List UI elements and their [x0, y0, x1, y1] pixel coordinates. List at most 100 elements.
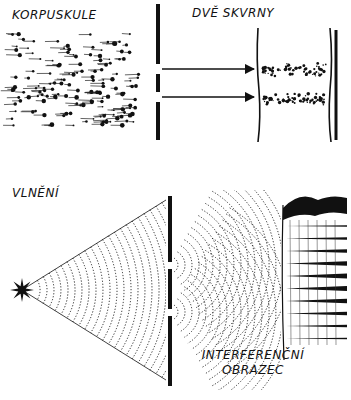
particle [91, 103, 93, 105]
particle [122, 57, 126, 61]
particle-trail [92, 98, 103, 99]
impact-dot [293, 97, 296, 100]
particle [38, 85, 40, 87]
wavefront [144, 214, 166, 367]
particle-trail [29, 96, 38, 98]
screen-edge [329, 28, 331, 142]
particle-trail [129, 121, 134, 122]
particle [110, 77, 114, 81]
particle [109, 59, 111, 61]
impact-dot [274, 75, 277, 78]
particle-trail [79, 34, 91, 35]
interference-fringe [286, 312, 347, 316]
particle [66, 44, 70, 48]
wavefront [91, 247, 103, 333]
impact-dot [269, 98, 272, 101]
wavefront [230, 190, 281, 369]
impact-dot [319, 99, 322, 102]
particle [34, 110, 37, 113]
wavefront [67, 262, 75, 318]
impact-dot [305, 95, 306, 96]
particle-trail [81, 118, 94, 119]
particle-trail [22, 111, 36, 112]
particle [55, 97, 58, 100]
particle-trail [124, 80, 130, 81]
particle [85, 120, 88, 123]
wavefront [188, 234, 206, 296]
particle [100, 68, 104, 72]
particle [129, 33, 131, 35]
impact-dot [309, 99, 312, 102]
particle-trail [27, 85, 39, 86]
screen-hatching [308, 220, 309, 345]
impact-dot [306, 72, 308, 74]
impact-dot [293, 93, 295, 95]
impact-dot [315, 75, 316, 76]
interference-fringe [286, 225, 347, 227]
particle-trail [57, 78, 62, 80]
impact-dot [304, 67, 307, 70]
particle [19, 99, 23, 103]
particle [76, 72, 78, 74]
particle-trail [45, 41, 58, 42]
particle [120, 123, 125, 128]
particle [67, 83, 71, 87]
impact-dot [298, 95, 300, 97]
particle-trail [23, 88, 36, 89]
impact-dot [265, 73, 266, 74]
particle [14, 48, 18, 52]
particle [105, 119, 107, 121]
wavefront [49, 273, 54, 307]
impact-dot [319, 99, 322, 102]
impact-dot [284, 68, 288, 72]
particle-trail [90, 83, 103, 84]
arrow [162, 96, 254, 98]
wavefront [138, 217, 159, 363]
impact-dot [291, 97, 293, 99]
particle [81, 103, 86, 108]
particle [57, 93, 59, 95]
wavefront [37, 280, 40, 299]
particle-trail [37, 73, 50, 74]
arrow [162, 68, 254, 70]
particle [90, 75, 94, 79]
particle [22, 38, 25, 41]
particle [125, 119, 128, 122]
wavefront [61, 266, 68, 315]
impact-dot [315, 71, 317, 73]
impact-dot [314, 96, 317, 99]
particle [56, 40, 59, 43]
particle-trail [12, 46, 17, 47]
particle [120, 115, 124, 119]
particle [18, 53, 22, 57]
particle-trail [29, 58, 41, 59]
wavefronts [37, 199, 166, 382]
particle [76, 89, 80, 93]
wavefront [216, 190, 262, 345]
particle [102, 97, 104, 99]
particle-trail [9, 111, 15, 112]
particle [93, 69, 97, 73]
particle [101, 84, 105, 88]
particle [90, 99, 92, 101]
particle-trail [1, 90, 12, 91]
particle [74, 95, 79, 100]
impact-dot [322, 93, 325, 96]
impact-dot [265, 99, 266, 100]
particle [13, 102, 17, 106]
particle [92, 79, 95, 82]
wavefront [191, 228, 213, 303]
particle [56, 65, 58, 67]
impact-dot [292, 69, 295, 72]
particle [17, 96, 20, 99]
particle [22, 91, 25, 94]
particle-trail [45, 60, 53, 61]
particle-trail [122, 33, 130, 35]
wavefront [205, 203, 241, 326]
impact-dot [302, 64, 305, 67]
particle [80, 69, 83, 72]
particle [114, 86, 118, 90]
wavefront [174, 305, 178, 319]
wavefront [126, 225, 145, 356]
impact-dot [304, 65, 305, 66]
